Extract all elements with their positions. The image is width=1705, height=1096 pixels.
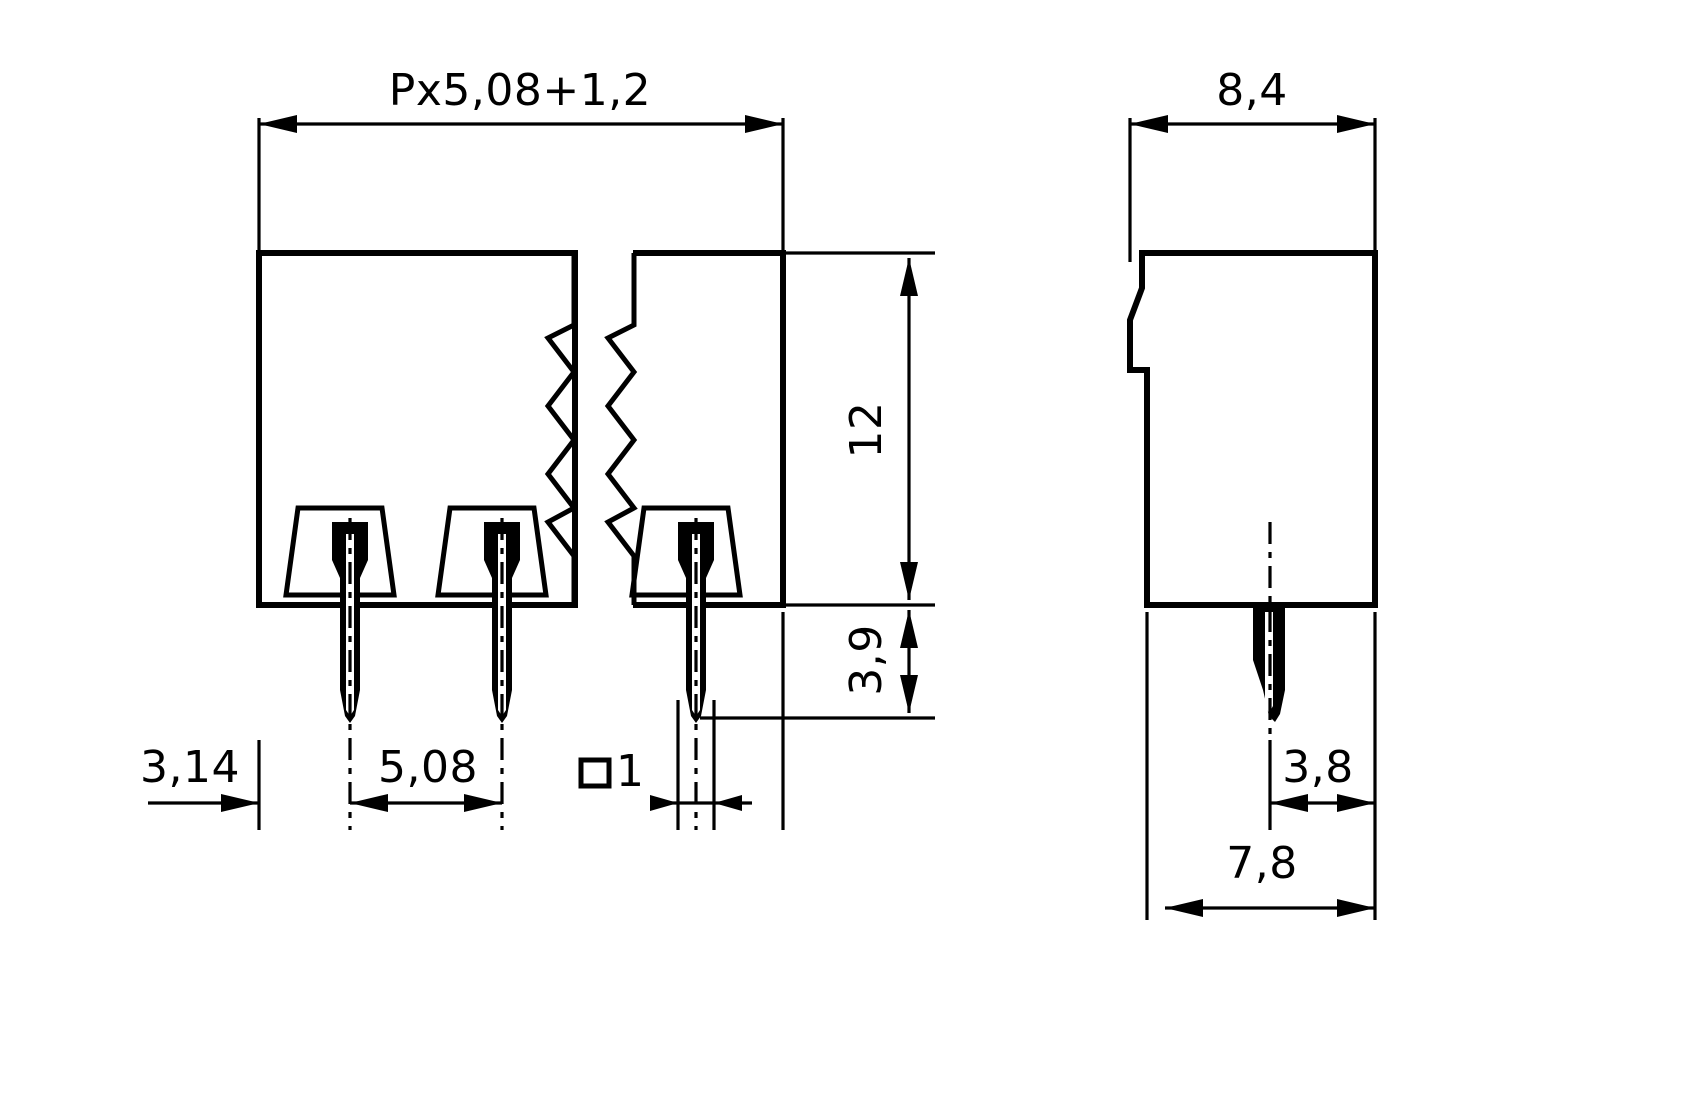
side-body-outline	[1127, 250, 1378, 608]
arrow-pin-width-right	[714, 795, 742, 811]
pin-socket-3	[629, 505, 743, 598]
pin-socket-1	[283, 505, 397, 598]
square-symbol-icon	[578, 757, 612, 789]
dim-label-overall-width: Px5,08+1,2	[389, 65, 651, 116]
pin-cross-section-callout: 1	[578, 746, 645, 797]
arrow-body-height-top	[900, 258, 918, 296]
dim-label-body-height: 12	[841, 402, 892, 459]
pin-socket-2	[435, 505, 549, 598]
arrow-side-total-depth-right	[1337, 899, 1375, 917]
side-view: 8,4 3,8 7,8	[1127, 65, 1378, 920]
pin-3	[678, 518, 714, 830]
arrow-side-pin-offset-right	[1337, 794, 1375, 812]
arrow-pitch-left	[350, 794, 388, 812]
pin-1	[332, 518, 368, 830]
front-body-right-outline	[633, 250, 786, 608]
arrow-pin-width-left	[650, 795, 678, 811]
arrow-side-total-depth-left	[1165, 899, 1203, 917]
arrow-pitch-right	[464, 794, 502, 812]
break-line-left	[544, 253, 578, 605]
dim-label-edge-offset: 3,14	[140, 742, 240, 793]
arrow-pin-length-top	[900, 610, 918, 648]
dim-label-side-depth: 8,4	[1216, 65, 1287, 116]
dim-label-side-total-depth: 7,8	[1226, 838, 1297, 889]
break-line-right	[604, 253, 638, 605]
dim-label-side-pin-offset: 3,8	[1282, 742, 1353, 793]
arrow-side-pin-offset-left	[1270, 794, 1308, 812]
arrow-body-height-bottom	[900, 562, 918, 600]
front-body-left-outline	[256, 250, 578, 608]
side-pin	[1253, 522, 1285, 740]
front-view: Px5,08+1,2 12 3,9 3,14	[140, 65, 935, 830]
pin-2	[484, 518, 520, 830]
arrow-pin-length-bottom	[900, 675, 918, 713]
arrow-side-depth-left	[1130, 115, 1168, 133]
arrow-overall-width-left	[259, 115, 297, 133]
arrow-edge-offset-right	[221, 794, 259, 812]
dim-label-pin-cross-section: 1	[616, 746, 645, 797]
dim-label-pin-length: 3,9	[841, 624, 892, 695]
dim-label-pitch: 5,08	[378, 742, 478, 793]
arrow-overall-width-right	[745, 115, 783, 133]
arrow-side-depth-right	[1337, 115, 1375, 133]
